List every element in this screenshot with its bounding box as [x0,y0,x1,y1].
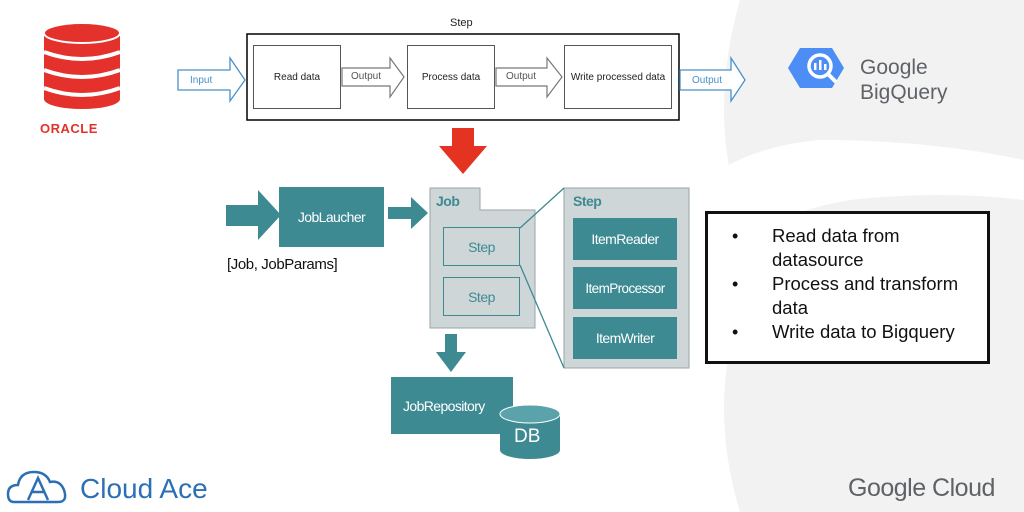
step-flow-title: Step [450,17,473,29]
job-launcher-box: JobLaucher [279,187,384,247]
job-to-repository-arrow [436,334,466,372]
process-data-box: Process data [407,45,495,109]
db-cylinder-icon [499,404,561,459]
google-bigquery-line1: Google [860,56,928,79]
job-params-label: [Job, JobParams] [227,256,338,273]
output-arrow-2 [495,56,563,99]
job-step-1: Step [443,227,520,266]
cloud-ace-logo-text: Cloud Ace [80,473,208,504]
google-cloud-logo-text: Google Cloud [848,474,995,502]
item-writer-box: ItemWriter [573,317,677,359]
launcher-to-job-arrow [388,197,428,229]
db-label: DB [514,426,541,447]
oracle-database-icon [43,22,121,109]
background-swoosh [640,140,1024,410]
read-data-box: Read data [253,45,341,109]
job-repository-box [391,377,513,434]
job-step-2: Step [443,277,520,316]
job-repository-label: JobRepository [403,398,485,414]
summary-item-write: Write data to Bigquery [732,320,979,344]
summary-item-process: Process and transform data [732,272,979,320]
item-reader-box: ItemReader [573,218,677,260]
oracle-logo-text: ORACLE [40,121,98,136]
output-label-2: Output [506,71,537,82]
bigquery-icon [788,48,844,88]
summary-list: Read data from datasource Process and tr… [708,214,987,344]
summary-box: Read data from datasource Process and tr… [705,211,990,364]
write-data-box: Write processed data [564,45,672,109]
output-label-3: Output [692,75,723,86]
item-processor-box: ItemProcessor [573,267,677,309]
job-title: Job [436,193,460,209]
cloud-ace-icon [6,470,67,504]
output-label-1: Output [351,71,382,82]
input-arrow [177,55,246,104]
google-bigquery-line2: BigQuery [860,81,948,104]
red-down-arrow [439,128,487,174]
summary-item-read: Read data from datasource [732,224,979,272]
step-container-title: Step [573,193,602,209]
launcher-in-arrow [226,190,281,240]
output-arrow-1 [341,56,405,99]
input-label: Input [190,75,213,86]
output-arrow-final [679,55,746,104]
